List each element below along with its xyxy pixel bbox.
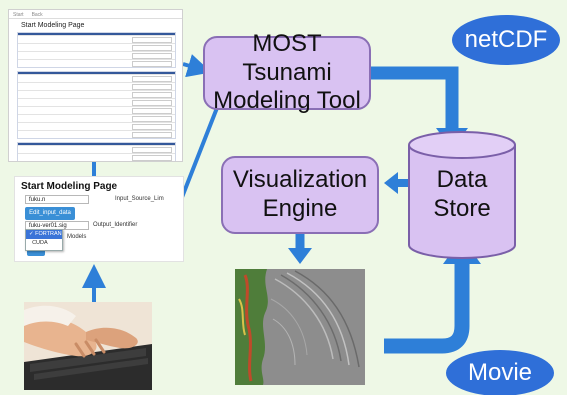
nav-item: Back	[31, 12, 43, 18]
keyboard-illustration	[24, 302, 152, 390]
parameter-table	[17, 32, 176, 68]
arrow-startpage-to-most	[175, 78, 231, 211]
screenshot-page-title: Start Modeling Page	[21, 22, 85, 29]
netcdf-bubble: netCDF	[452, 15, 560, 65]
start-page-title: Start Modeling Page	[21, 181, 118, 192]
dropdown-option-fortran[interactable]: ✓ FORTRAN	[26, 230, 62, 239]
most-label-line2: Modeling Tool	[213, 87, 361, 115]
tsunami-render	[235, 269, 365, 385]
model-dropdown[interactable]: ✓ FORTRAN CUDA	[25, 229, 63, 251]
parameter-table	[17, 71, 176, 139]
screenshot-nav: Start Back	[9, 10, 182, 19]
arrow-store-to-viz-head	[384, 172, 398, 194]
models-label: Models	[67, 234, 87, 240]
input-source-label: Input_Source_Lim	[115, 196, 164, 202]
input-source-field[interactable]: fuku.n	[25, 195, 89, 204]
arrow-screenshot-to-most	[182, 54, 212, 78]
keyboard-photo	[24, 302, 152, 390]
viz-label-line1: Visualization	[232, 166, 368, 194]
data-store-label: Data Store	[433, 166, 491, 222]
start-modeling-page: Start Modeling Page fuku.n Input_Source_…	[14, 176, 184, 262]
visualization-engine-box: Visualization Engine	[221, 156, 379, 234]
parameter-page-screenshot: Start Back Start Modeling Page	[8, 9, 183, 162]
most-label-line1: MOST Tsunami	[242, 29, 332, 86]
movie-bubble: Movie	[446, 350, 554, 395]
arrow-viz-to-image-head	[288, 248, 312, 264]
viz-label-line2: Engine	[262, 195, 338, 222]
parameter-table	[17, 142, 176, 161]
arrow-most-to-store	[364, 66, 459, 132]
dropdown-option-cuda[interactable]: CUDA	[32, 240, 48, 246]
tsunami-simulation-image	[235, 269, 365, 385]
most-modeling-tool-box: MOST Tsunami Modeling Tool	[203, 30, 371, 114]
output-identifier-label: Output_Identifier	[93, 222, 138, 228]
data-store-cylinder	[408, 131, 516, 259]
nav-item: Start	[13, 12, 24, 18]
arrow-image-to-store	[384, 262, 470, 354]
edit-input-button[interactable]: Edit_input_data	[25, 207, 75, 220]
